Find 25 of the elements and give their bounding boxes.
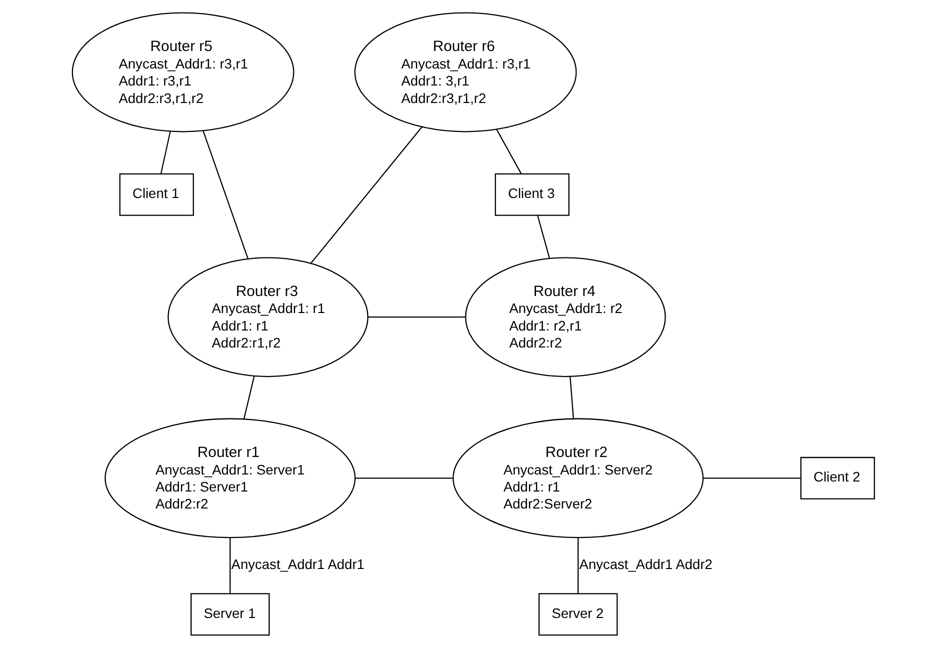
- connector: [310, 126, 422, 264]
- connector: [702, 478, 800, 479]
- node-ellipse: Router r4 Anycast_Addr1: r2 Addr1: r2,r1 Addr2:r2: [464, 257, 666, 378]
- connector: [242, 376, 254, 420]
- node-ellipse: Router r1 Anycast_Addr1: Server1 Addr1: Server1 Addr2:r2: [104, 418, 356, 538]
- node-ellipse: Router r2 Anycast_Addr1: Server2 Addr1: r1 Addr2:Server2: [452, 418, 704, 538]
- edge-label: Anycast_Addr1 Addr2: [578, 557, 712, 572]
- connector: [160, 131, 170, 174]
- connector: [229, 538, 230, 594]
- node-box: Server 2: [538, 593, 618, 636]
- node-ellipse: Router r6 Anycast_Addr1: r3,r1 Addr1: 3,r1 Addr2:r3,r1,r2: [354, 12, 576, 132]
- connector: [355, 478, 452, 479]
- node-ellipse: Router r5 Anycast_Addr1: r3,r1 Addr1: r3,r1 Addr2:r3,r1,r2: [71, 12, 294, 132]
- connector: [536, 216, 550, 258]
- node-box: Client 1: [118, 173, 194, 216]
- connector: [577, 538, 578, 594]
- node-box: Client 3: [494, 173, 569, 216]
- connector: [496, 128, 522, 174]
- connector: [367, 316, 466, 318]
- node-ellipse: Router r3 Anycast_Addr1: r1 Addr1: r1 Addr2:r1,r2: [167, 257, 368, 378]
- edge-label: Anycast_Addr1 Addr1: [230, 557, 364, 572]
- node-box: Server 1: [190, 593, 270, 636]
- connector: [569, 376, 574, 419]
- node-box: Client 2: [800, 456, 874, 500]
- connector: [202, 130, 248, 259]
